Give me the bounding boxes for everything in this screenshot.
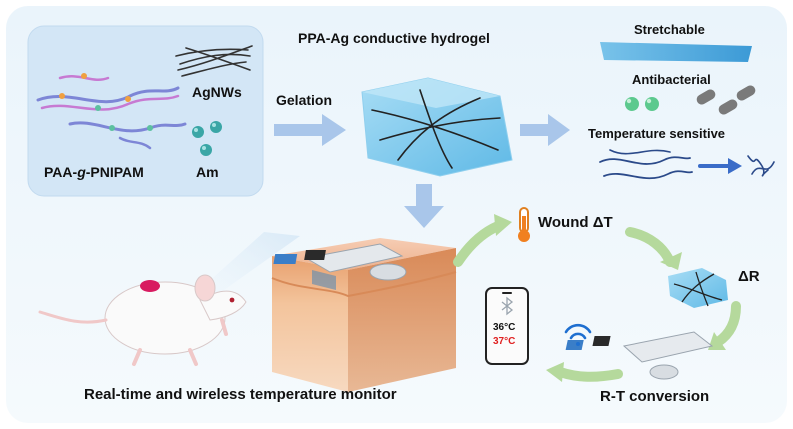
green-arrow-to-circuit bbox=[713, 301, 741, 347]
property-antibacterial: Antibacterial bbox=[632, 72, 711, 87]
polymer-prefix: PAA- bbox=[44, 164, 78, 180]
thermometer-icon bbox=[518, 207, 530, 242]
polymer-label: PAA-g-PNIPAM bbox=[44, 164, 144, 180]
monomer-spheres-icon bbox=[192, 121, 222, 156]
antibacterial-icon bbox=[625, 85, 756, 115]
small-hydrogel-icon bbox=[668, 268, 728, 308]
green-arrow-to-phone bbox=[555, 367, 623, 382]
bluetooth-icon bbox=[501, 296, 514, 316]
polymer-suffix: -PNIPAM bbox=[85, 164, 144, 180]
temperature-sensitive-icon bbox=[599, 149, 775, 180]
monomer-label: Am bbox=[196, 164, 219, 180]
stretchable-strip-icon bbox=[600, 42, 752, 62]
green-arrow-to-thermometer bbox=[453, 221, 503, 267]
delta-r-label: ΔR bbox=[738, 268, 760, 285]
rat-illustration bbox=[38, 274, 247, 366]
signal-beam bbox=[206, 232, 300, 300]
gelation-label: Gelation bbox=[276, 92, 333, 108]
hydrogel-block-icon bbox=[361, 77, 513, 177]
polymer-chains bbox=[36, 73, 187, 150]
property-stretchable: Stretchable bbox=[634, 22, 705, 37]
silver-nanowires-icon bbox=[175, 45, 253, 77]
diagram-title: PPA-Ag conductive hydrogel bbox=[298, 30, 490, 46]
polymer-graft: g bbox=[77, 164, 86, 180]
smartphone-icon bbox=[485, 287, 529, 365]
phone-reading-high: 37°C bbox=[493, 336, 516, 347]
nanowires-label: AgNWs bbox=[192, 84, 242, 100]
wound-delta-t-label: Wound ΔT bbox=[538, 214, 613, 231]
skin-sensor-model bbox=[271, 238, 457, 392]
property-temperature-sensitive: Temperature sensitive bbox=[588, 126, 726, 141]
gelation-arrow-icon bbox=[274, 114, 346, 146]
wifi-icon bbox=[564, 323, 592, 346]
property-arrow-icon bbox=[520, 114, 570, 146]
down-arrow-icon bbox=[404, 184, 444, 228]
phone-reading-normal: 36°C bbox=[493, 322, 516, 333]
application-label: Real-time and wireless temperature monit… bbox=[84, 386, 397, 403]
rt-conversion-label: R-T conversion bbox=[600, 388, 710, 405]
